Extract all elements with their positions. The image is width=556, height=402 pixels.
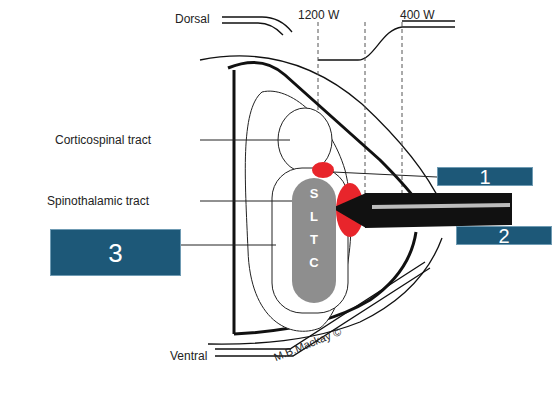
dorsal-line: [222, 17, 292, 32]
cord-midline: [233, 70, 236, 334]
callout-box: 1: [437, 167, 533, 186]
temperature-curve: [318, 27, 455, 60]
spinothalamic-outline: [272, 168, 348, 313]
callout-box: 3: [50, 229, 181, 276]
probe-highlight: [372, 203, 510, 209]
spinothalamic-region: S L T C: [292, 178, 336, 303]
leader-line: [333, 172, 437, 177]
probe-body: [365, 193, 512, 228]
lesion-zone: [336, 183, 364, 237]
orientation-label: Ventral: [170, 349, 207, 363]
tract-label: Corticospinal tract: [55, 133, 151, 147]
callout-box: 2: [456, 226, 552, 245]
dashed-guide: [402, 22, 403, 205]
dashed-guide: [365, 22, 366, 205]
dorsal-line: [222, 23, 283, 35]
callout-number: 1: [479, 167, 490, 187]
probe-tip: [332, 193, 366, 228]
gray-matter-outline: [245, 91, 351, 331]
lesion-zone: [312, 162, 334, 178]
tract-label: Spinothalamic tract: [47, 194, 149, 208]
power-label: 400 W: [400, 8, 435, 22]
tract-letters: S L T C: [308, 182, 320, 274]
leader-line: [200, 140, 290, 141]
power-label: 1200 W: [298, 8, 339, 22]
orientation-label: Dorsal: [175, 12, 210, 26]
callout-number: 2: [498, 226, 509, 246]
callout-number: 3: [108, 240, 122, 266]
leader-line: [181, 245, 276, 246]
